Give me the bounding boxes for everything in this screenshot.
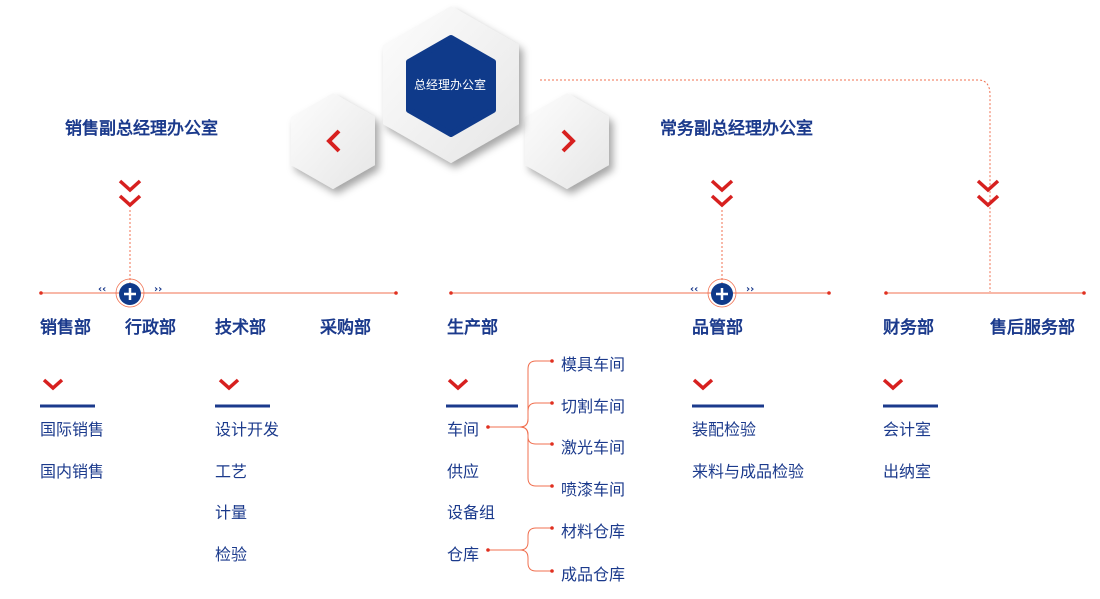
right-nav-hexagon (525, 93, 609, 189)
double-chevron-down-icon (118, 179, 1000, 208)
list-item: 模具车间 (561, 355, 626, 374)
dept-admin: 行政部 (125, 318, 176, 338)
general-manager-office[interactable]: 总经理办公室 (413, 78, 486, 92)
dept-sales: 销售部 (40, 318, 91, 338)
list-item: 国际销售 (40, 420, 105, 439)
list-item: 仓库 (447, 545, 480, 564)
list-item: 车间 (447, 420, 480, 439)
left-nav-hexagon (291, 93, 375, 189)
svg-text:››: ›› (154, 284, 162, 295)
list-item: 喷漆车间 (561, 480, 626, 499)
chevron-down-icon (42, 378, 904, 391)
dept-after-sales: 售后服务部 (990, 318, 1075, 338)
list-item: 计量 (215, 503, 248, 522)
sales-vp-office: 销售副总经理办公室 (65, 119, 218, 139)
list-item: 材料仓库 (561, 522, 626, 541)
dept-purchasing: 采购部 (320, 318, 371, 338)
chevron-left-icon (326, 129, 341, 153)
svg-text:››: ›› (746, 284, 754, 295)
list-item: 来料与成品检验 (692, 462, 805, 481)
list-item: 国内销售 (40, 462, 105, 481)
list-item: 装配检验 (692, 420, 757, 439)
svg-text:‹‹: ‹‹ (98, 284, 106, 295)
plus-icon (115, 278, 737, 308)
list-item: 激光车间 (561, 438, 626, 457)
top-hexagon-inner (406, 35, 496, 137)
list-item: 成品仓库 (561, 565, 626, 584)
executive-vp-office: 常务副总经理办公室 (660, 119, 813, 139)
list-item: 工艺 (215, 462, 248, 481)
dept-qc: 品管部 (692, 318, 743, 338)
dept-finance: 财务部 (883, 318, 934, 338)
dept-production: 生产部 (447, 318, 498, 338)
list-item: 会计室 (883, 420, 932, 439)
list-item: 设计开发 (215, 420, 280, 439)
dept-tech: 技术部 (215, 318, 266, 338)
list-item: 供应 (447, 462, 480, 481)
list-item: 切割车间 (561, 397, 626, 416)
chevron-right-icon (561, 129, 576, 153)
list-item: 检验 (215, 545, 248, 564)
list-item: 设备组 (447, 503, 496, 522)
list-item: 出纳室 (883, 462, 932, 481)
svg-text:‹‹: ‹‹ (690, 284, 698, 295)
